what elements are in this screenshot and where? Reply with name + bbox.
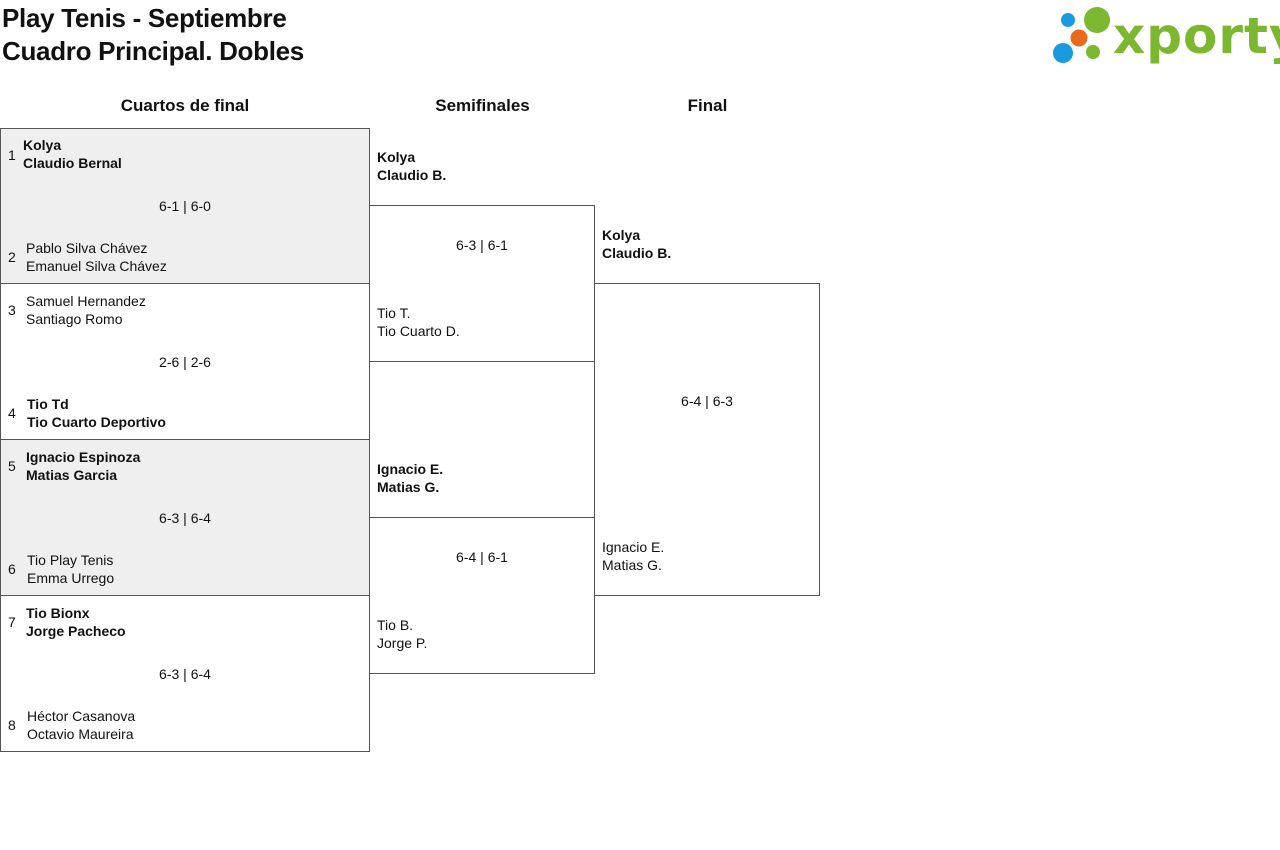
match-score: 6-4 | 6-1 [456,549,508,565]
team-bottom: Héctor Casanova Octavio Maureira [27,707,135,743]
player-name: Claudio B. [602,245,672,261]
player-name: Tio Td [27,396,69,412]
team-bottom: Tio Play Tenis Emma Urrego [27,551,114,587]
final-team-top: Kolya Claudio B. [602,226,671,262]
logo-text: xporty [1113,7,1280,65]
player-name: Tio Play Tenis [27,552,114,568]
match-score: 6-4 | 6-3 [681,393,733,409]
sf1-team-top: Kolya Claudio B. [377,148,446,184]
player-name: Kolya [23,137,62,153]
player-name: Tio Cuarto D. [377,323,460,339]
sf-match-2: 6-4 | 6-1 Tio B. Jorge P. [369,517,595,674]
final-match: 6-4 | 6-3 Ignacio E. Matias G. [594,283,820,596]
team-bottom: Tio B. Jorge P. [377,616,427,652]
player-name: Matias G. [602,557,662,573]
seed-number: 5 [8,458,16,474]
player-name: Ignacio E. [377,461,444,477]
round-header-quarterfinals: Cuartos de final [120,96,250,115]
player-name: Kolya [602,227,641,243]
team-bottom: Tio Td Tio Cuarto Deportivo [27,395,166,431]
player-name: Tio Bionx [26,605,90,621]
qf-match-1: 1 Kolya Claudio Bernal 6-1 | 6-0 2 Pablo… [0,128,370,284]
seed-number: 2 [8,249,16,265]
player-name: Tio Cuarto Deportivo [27,414,166,430]
seed-number: 4 [8,405,16,421]
player-name: Matias G. [377,479,440,495]
round-header-final: Final [687,96,728,115]
player-name: Tio T. [377,305,411,321]
player-name: Emma Urrego [27,570,115,586]
sf-match-1: 6-3 | 6-1 Tio T. Tio Cuarto D. [369,205,595,362]
seed-number: 8 [8,717,16,733]
title-line-1: Play Tenis - Septiembre [2,3,287,33]
seed-number: 3 [8,302,16,318]
seed-number: 6 [8,561,16,577]
player-name: Kolya [377,149,416,165]
player-name: Tio B. [377,617,414,633]
player-name: Octavio Maureira [27,726,134,742]
player-name: Samuel Hernandez [26,293,146,309]
round-header-semifinals: Semifinales [435,96,530,115]
team-top: Samuel Hernandez Santiago Romo [26,292,146,328]
qf-match-4: 7 Tio Bionx Jorge Pacheco 6-3 | 6-4 8 Hé… [0,595,370,752]
team-bottom: Tio T. Tio Cuarto D. [377,304,460,340]
player-name: Jorge P. [377,635,428,651]
xporty-logo: xporty [1050,4,1280,68]
page-title: Play Tenis - Septiembre Cuadro Principal… [2,2,304,68]
sf2-team-top: Ignacio E. Matias G. [377,460,443,496]
seed-number: 1 [8,147,16,163]
seed-number: 7 [8,614,16,630]
title-line-2: Cuadro Principal. Dobles [2,36,304,66]
player-name: Santiago Romo [26,311,123,327]
team-top: Kolya Claudio Bernal [23,136,122,172]
player-name: Ignacio E. [602,539,665,555]
qf-match-3: 5 Ignacio Espinoza Matias Garcia 6-3 | 6… [0,439,370,596]
match-score: 6-1 | 6-0 [159,198,211,214]
team-bottom: Pablo Silva Chávez Emanuel Silva Chávez [26,239,167,275]
player-name: Matias Garcia [26,467,118,483]
player-name: Emanuel Silva Chávez [26,258,167,274]
team-top: Tio Bionx Jorge Pacheco [26,604,126,640]
player-name: Pablo Silva Chávez [26,240,148,256]
qf-match-2: 3 Samuel Hernandez Santiago Romo 2-6 | 2… [0,283,370,440]
player-name: Jorge Pacheco [26,623,126,639]
match-score: 2-6 | 2-6 [159,354,211,370]
player-name: Claudio Bernal [23,155,122,171]
match-score: 6-3 | 6-1 [456,237,508,253]
logo-dots-icon [1053,7,1110,63]
player-name: Héctor Casanova [27,708,136,724]
team-top: Ignacio Espinoza Matias Garcia [26,448,140,484]
match-score: 6-3 | 6-4 [159,666,211,682]
player-name: Claudio B. [377,167,447,183]
team-bottom: Ignacio E. Matias G. [602,538,664,574]
match-score: 6-3 | 6-4 [159,510,211,526]
player-name: Ignacio Espinoza [26,449,141,465]
